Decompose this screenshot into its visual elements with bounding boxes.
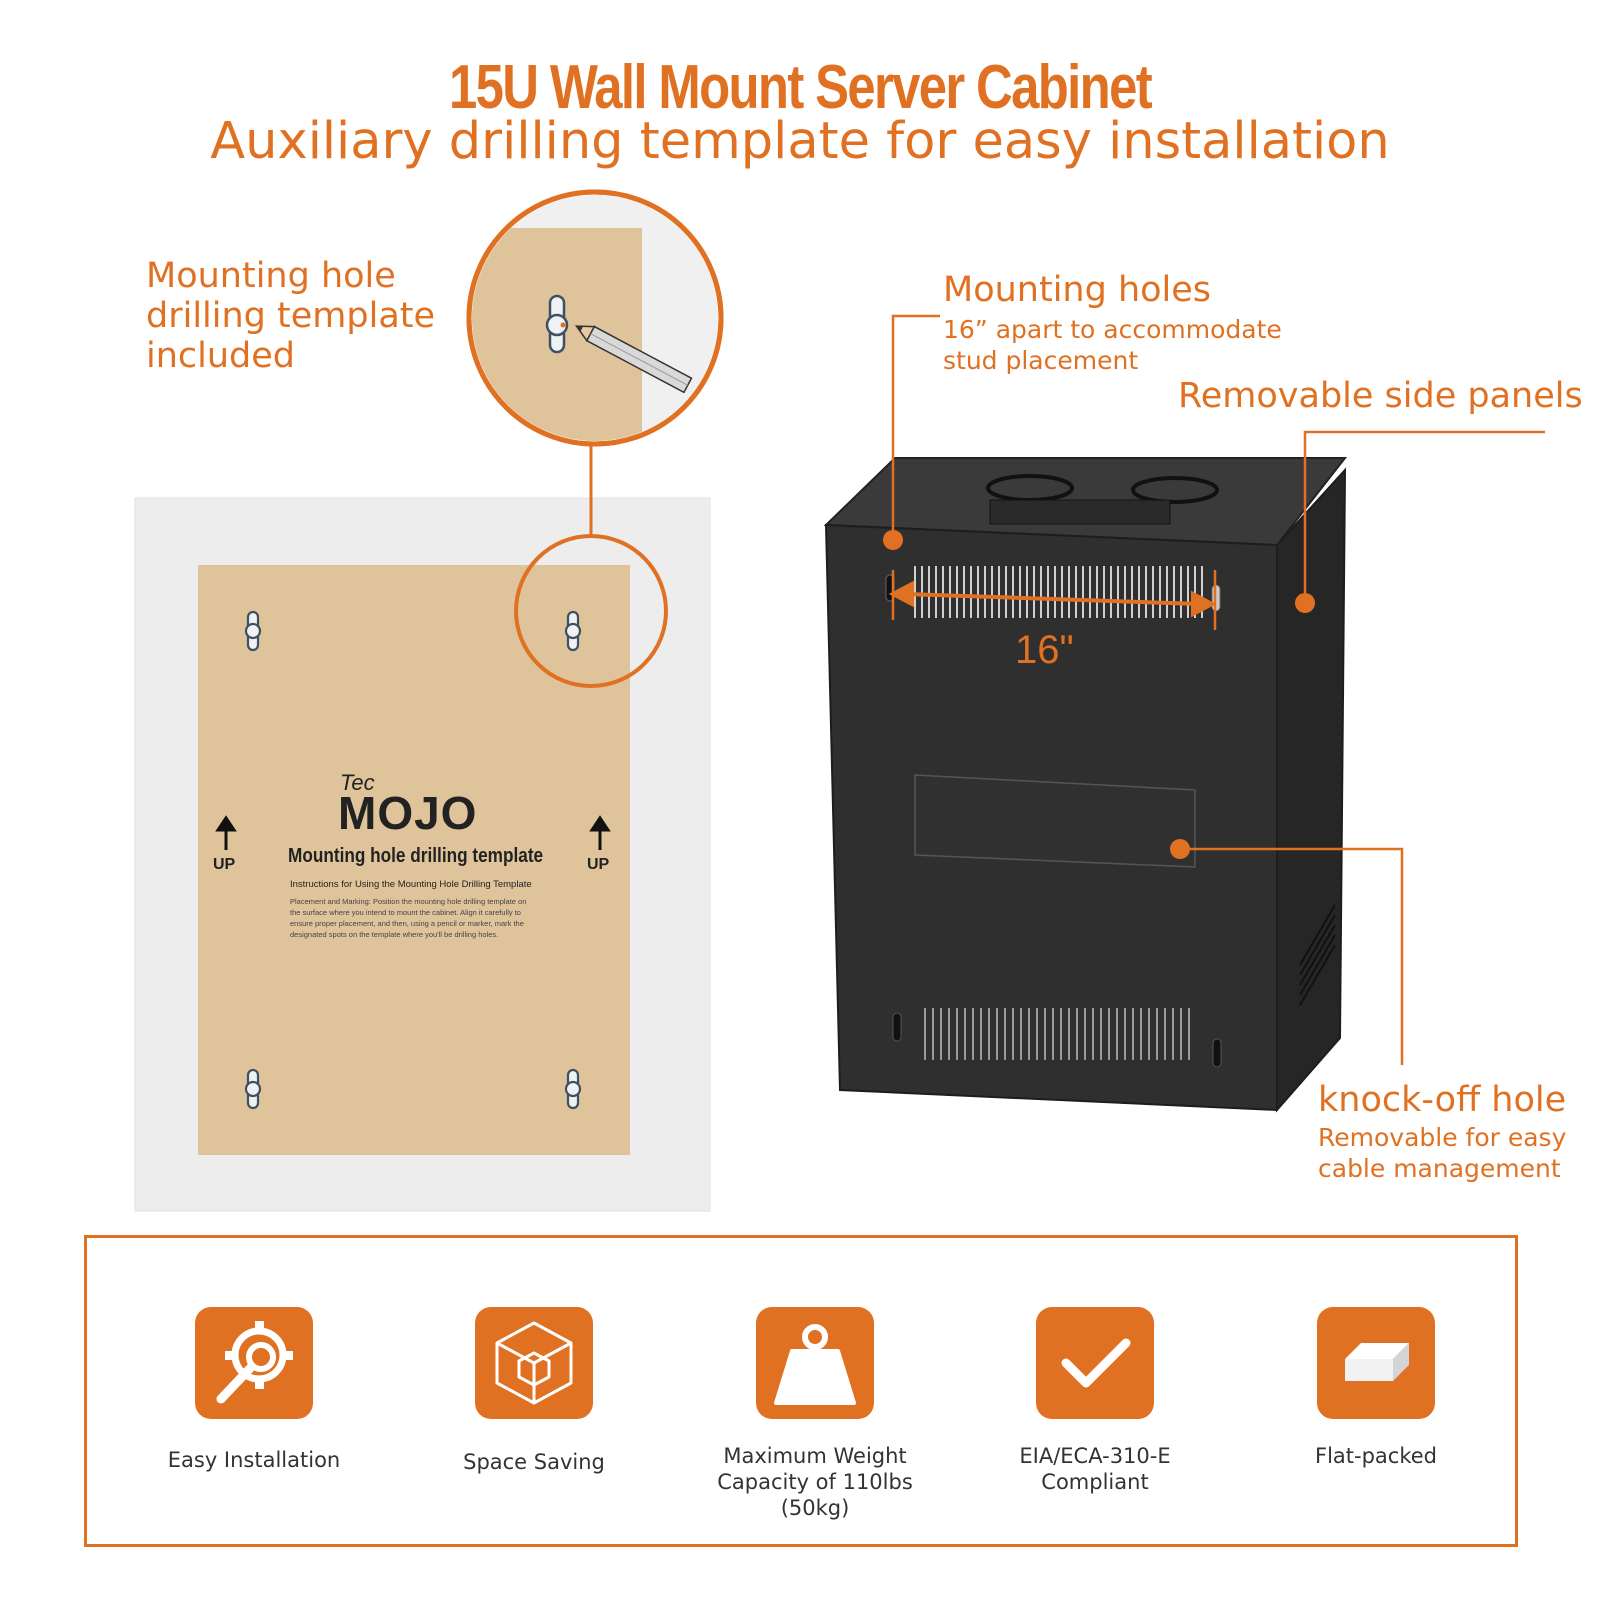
knockoff-title: knock-off hole (1318, 1080, 1567, 1120)
instructions-line2: the surface where you intend to mount th… (290, 908, 521, 917)
zoom-source-circle (514, 534, 668, 688)
template-paper (198, 565, 630, 1155)
knockoff-desc1: Removable for easy (1318, 1123, 1567, 1152)
instructions-body: Placement and Marking: Position the moun… (290, 896, 526, 940)
instructions-line1: Placement and Marking: Position the moun… (290, 897, 527, 906)
template-callout-line3: included (146, 336, 296, 376)
side-panels-label: Removable side panels (1178, 376, 1583, 416)
instructions-title: Instructions for Using the Mounting Hole… (290, 879, 532, 890)
page-title: 15U Wall Mount Server Cabinet (448, 53, 1153, 122)
feature-label: EIA/ECA-310-E Compliant (1019, 1444, 1171, 1494)
side-panels-leader (1303, 430, 1545, 603)
cube-icon (475, 1307, 593, 1419)
feature-label: Flat-packed (1314, 1444, 1437, 1468)
page-subtitle: Auxiliary drilling template for easy ins… (210, 112, 1390, 171)
server-cabinet (823, 457, 1348, 1113)
weight-icon (756, 1307, 874, 1419)
instructions-line4: designated spots on the template where y… (290, 930, 499, 939)
brand-small: Tec (340, 770, 375, 795)
feature-compliant: EIA/ECA-310-E Compliant (970, 1307, 1220, 1495)
dimension-label: 16" (1015, 628, 1074, 672)
dimension-arrow (888, 580, 1217, 618)
knockoff-leader (1180, 847, 1404, 1065)
feature-label: Space Saving (463, 1450, 605, 1474)
mounting-holes-leader (891, 314, 940, 540)
instructions-line3: ensure proper placement, and then, using… (290, 919, 524, 928)
knockoff-plate (914, 774, 1196, 868)
mounting-holes-desc1: 16” apart to accommodate (943, 315, 1282, 344)
feature-easy-installation: Easy Installation (129, 1307, 379, 1473)
template-callout-line1: Mounting hole (146, 256, 396, 296)
template-callout-label: Mounting hole drilling template included (146, 256, 435, 376)
feature-max-weight: Maximum Weight Capacity of 110lbs (50kg) (690, 1307, 940, 1521)
up-label-left: UP (213, 856, 236, 873)
brand-logo: MOJO (338, 787, 478, 839)
feature-space-saving: Space Saving (409, 1307, 659, 1475)
mounting-holes-title: Mounting holes (943, 270, 1212, 310)
feature-label: Maximum Weight Capacity of 110lbs (50kg) (717, 1444, 913, 1520)
knockoff-desc2: cable management (1318, 1154, 1561, 1183)
flat-box-icon (1317, 1307, 1435, 1419)
feature-flat-packed: Flat-packed (1251, 1307, 1501, 1469)
pencil-icon (574, 325, 693, 394)
template-heading: Mounting hole drilling template (288, 845, 544, 867)
up-arrow-icon (215, 815, 611, 850)
features-panel (84, 1235, 1518, 1547)
template-callout-line2: drilling template (146, 296, 436, 336)
feature-label: Easy Installation (167, 1448, 341, 1472)
mounting-holes-desc2: stud placement (943, 346, 1139, 375)
checkmark-icon (1036, 1307, 1154, 1419)
gear-wrench-icon (195, 1307, 313, 1419)
up-label-right: UP (587, 856, 610, 873)
